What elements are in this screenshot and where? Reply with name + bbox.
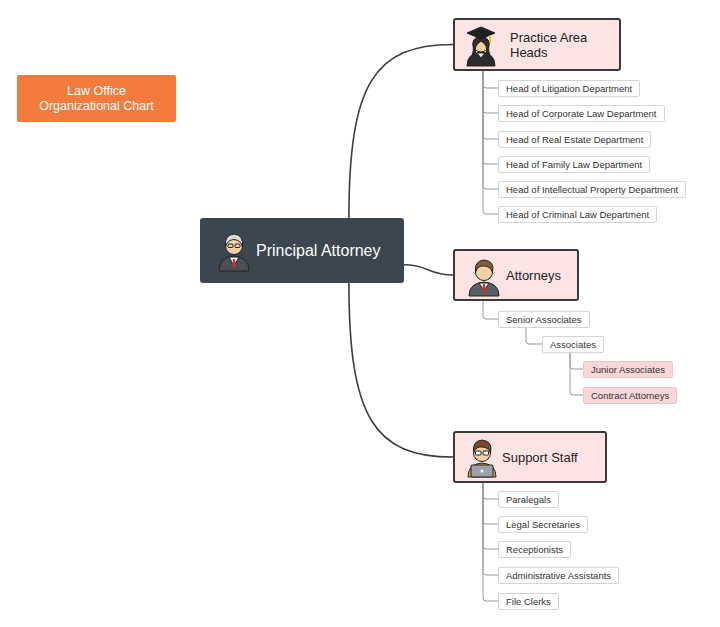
avatar-shirt	[479, 283, 489, 291]
support-avatar	[468, 440, 496, 477]
avatar-tie	[232, 259, 236, 268]
list-item-box: Associates	[542, 336, 604, 353]
graduate-avatar	[467, 27, 495, 66]
branch-box: Support Staff	[453, 431, 607, 483]
avatar-face	[226, 238, 243, 255]
node-text: Head of Criminal Law Department	[506, 209, 649, 220]
node-text: Head of Intellectual Property Department	[506, 184, 678, 195]
avatar-gown	[467, 52, 495, 66]
list-item-box: Head of Criminal Law Department	[498, 206, 657, 223]
branch-curve	[349, 283, 453, 457]
list-item-box: Head of Corporate Law Department	[498, 105, 665, 122]
avatar-tie	[482, 284, 486, 293]
avatar-shirt	[229, 257, 239, 266]
node-text: Principal Attorney	[256, 242, 381, 260]
avatar-hair	[225, 234, 242, 247]
avatar-collar	[477, 53, 485, 58]
branch-box: Attorneys	[453, 249, 579, 301]
tree-bracket	[570, 353, 583, 396]
avatar-hair	[472, 37, 490, 54]
tree-bracket	[483, 483, 498, 524]
node-text: Support Staff	[502, 450, 578, 465]
tree-bracket	[526, 328, 542, 345]
node-text: Contract Attorneys	[591, 390, 669, 401]
tree-bracket	[483, 483, 498, 499]
node-text: Associates	[550, 339, 596, 350]
tree-bracket	[483, 483, 498, 549]
list-item-box: Senior Associates	[498, 311, 590, 328]
list-item-box: Head of Intellectual Property Department	[498, 181, 686, 198]
avatar-shirt	[468, 463, 496, 477]
principal-avatar	[219, 234, 249, 271]
list-item-box: Contract Attorneys	[583, 387, 677, 404]
avatar-face	[473, 36, 489, 52]
node-text: Paralegals	[506, 494, 551, 505]
node-text: Practice Area Heads	[510, 30, 619, 60]
avatar-hair	[473, 440, 491, 453]
tree-bracket	[483, 71, 498, 139]
tree-bracket	[483, 71, 498, 164]
node-text: Junior Associates	[591, 364, 665, 375]
list-item-box: Receptionists	[498, 541, 571, 558]
avatar-glasses	[483, 451, 489, 455]
root-box: Principal Attorney	[200, 218, 404, 283]
list-item-box: Head of Family Law Department	[498, 156, 650, 173]
node-text: Administrative Assistants	[506, 570, 611, 581]
avatar-face	[474, 445, 491, 462]
list-item-box: Paralegals	[498, 491, 559, 508]
node-text: Head of Litigation Department	[506, 83, 632, 94]
tassel	[489, 35, 491, 43]
list-item-box: Legal Secretaries	[498, 516, 588, 533]
list-item-box: Administrative Assistants	[498, 567, 619, 584]
title-text: Law Office Organizational Chart	[29, 84, 164, 114]
list-item-box: Head of Litigation Department	[498, 80, 640, 97]
tree-bracket	[483, 71, 498, 214]
avatar-suit	[219, 256, 249, 271]
list-item-box: Junior Associates	[583, 361, 673, 378]
tree-bracket	[483, 301, 498, 319]
tree-bracket	[483, 71, 498, 88]
tree-bracket	[483, 483, 498, 601]
laptop	[471, 465, 493, 477]
tree-bracket	[483, 71, 498, 189]
list-item-box: File Clerks	[498, 593, 559, 610]
node-text: Senior Associates	[506, 314, 582, 325]
tree-bracket	[483, 71, 498, 113]
avatar-glasses	[228, 244, 233, 248]
node-text: File Clerks	[506, 596, 551, 607]
node-text: Attorneys	[506, 268, 561, 283]
avatar-glasses	[235, 244, 240, 248]
node-text: Receptionists	[506, 544, 563, 555]
avatar-hair	[475, 260, 493, 272]
laptop-logo	[481, 470, 484, 473]
node-text: Head of Real Estate Department	[506, 134, 643, 145]
list-item-box: Head of Real Estate Department	[498, 131, 651, 148]
mortarboard	[467, 27, 495, 39]
branch-curve	[404, 265, 453, 275]
node-text: Head of Corporate Law Department	[506, 108, 657, 119]
avatar-suit	[469, 282, 499, 296]
node-text: Head of Family Law Department	[506, 159, 642, 170]
avatar-glasses	[476, 451, 482, 455]
tree-bracket	[483, 483, 498, 575]
avatar-face	[476, 264, 493, 281]
tree-bracket	[570, 353, 583, 370]
branch-box: Practice Area Heads	[453, 18, 621, 71]
node-text: Legal Secretaries	[506, 519, 580, 530]
branch-curve	[349, 45, 453, 219]
attorney-avatar	[469, 260, 499, 296]
title-box: Law Office Organizational Chart	[17, 75, 176, 122]
